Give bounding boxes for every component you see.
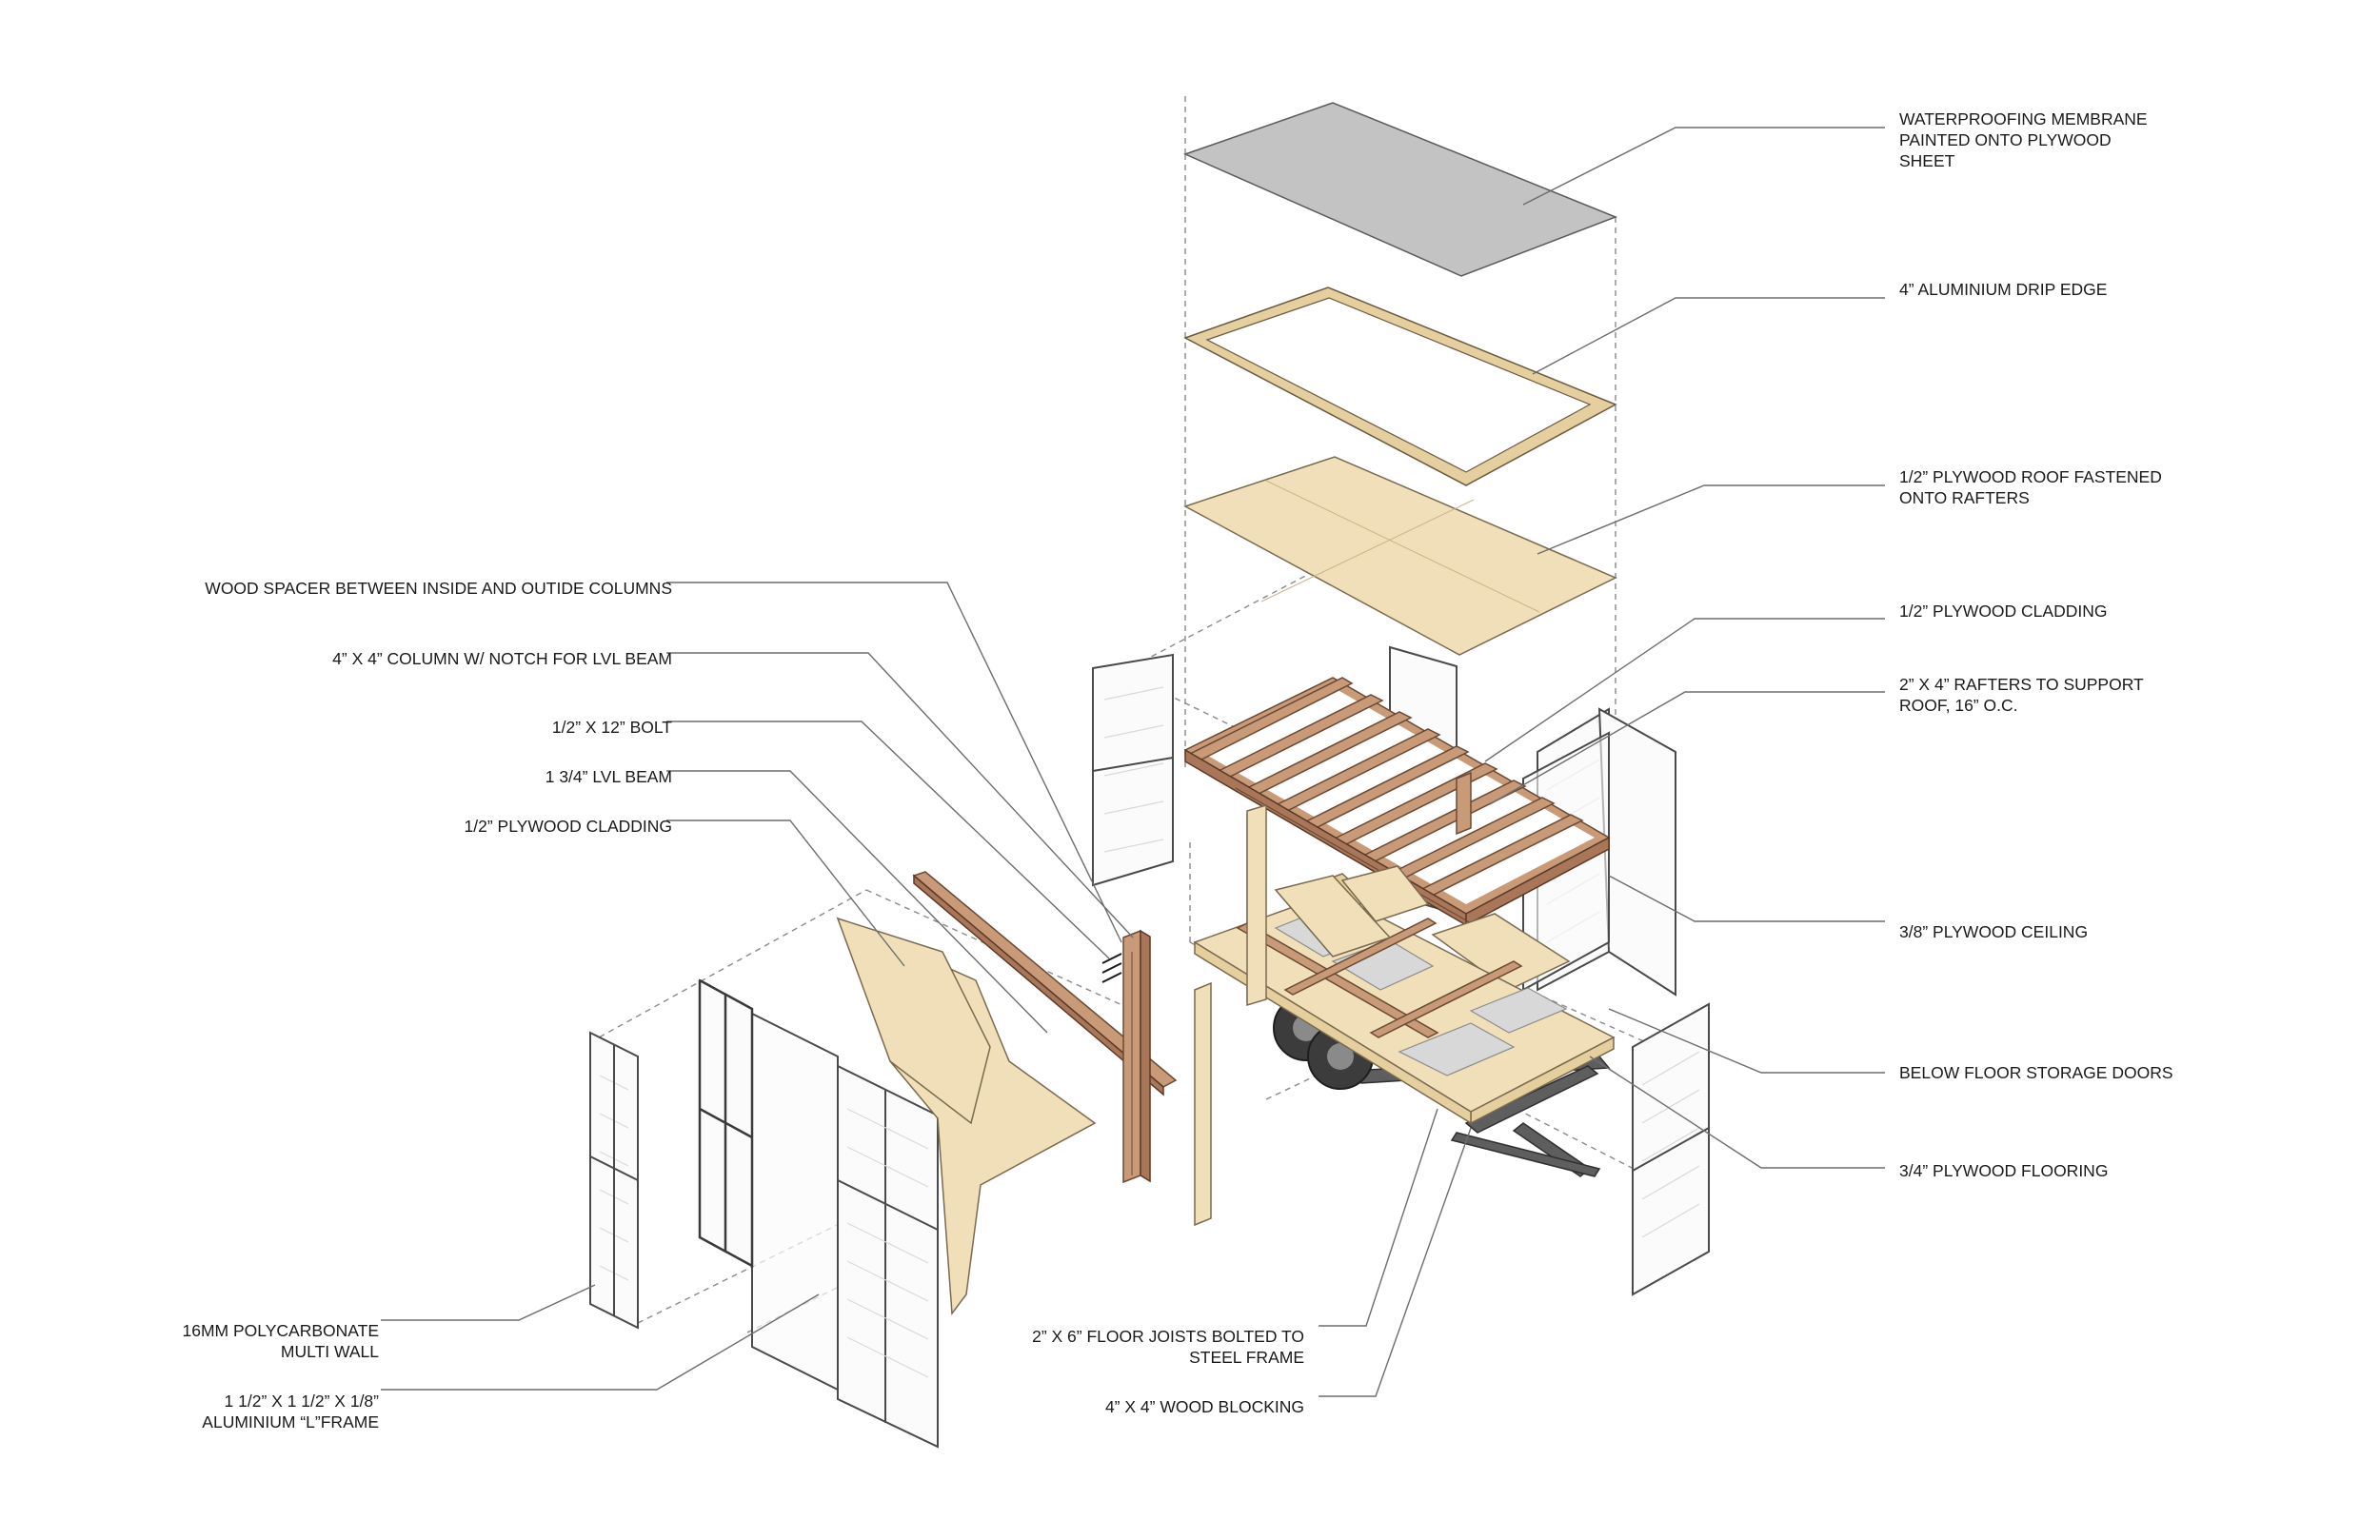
svg-text:4” ALUMINIUM DRIP EDGE: 4” ALUMINIUM DRIP EDGE [1899, 280, 2107, 299]
waterproofing-membrane-sheet [1182, 102, 1618, 277]
label-lvl-beam: 1 3/4” LVL BEAM [545, 767, 672, 786]
column-with-notch [1122, 929, 1151, 1184]
wood-spacer-and-bolts [1101, 953, 1212, 1227]
label-plywood-roof: 1/2” PLYWOOD ROOF FASTENED ONTO RAFTERS [1899, 467, 2162, 507]
label-polycarbonate: 16MM POLYCARBONATE MULTI WALL [183, 1321, 380, 1361]
svg-text:1 3/4” LVL BEAM: 1 3/4” LVL BEAM [545, 767, 672, 786]
svg-text:BELOW FLOOR STORAGE DOORS: BELOW FLOOR STORAGE DOORS [1899, 1063, 2173, 1082]
svg-text:MULTI WALL: MULTI WALL [281, 1342, 379, 1361]
svg-text:PAINTED ONTO PLYWOOD: PAINTED ONTO PLYWOOD [1899, 130, 2112, 149]
label-rafters: 2” X 4” RAFTERS TO SUPPORT ROOF, 16” O.C… [1899, 675, 2144, 715]
left-plywood-cladding [836, 917, 1097, 1316]
label-bolt: 1/2” X 12” BOLT [552, 718, 672, 737]
back-polycarbonate-panel [1092, 653, 1174, 887]
label-wood-blocking: 4” X 4” WOOD BLOCKING [1105, 1397, 1304, 1416]
svg-text:4” X 4” WOOD BLOCKING: 4” X 4” WOOD BLOCKING [1105, 1397, 1304, 1416]
svg-text:STEEL FRAME: STEEL FRAME [1189, 1348, 1304, 1367]
svg-text:ALUMINIUM “L”FRAME: ALUMINIUM “L”FRAME [202, 1412, 379, 1431]
plywood-roof-sheet [1183, 456, 1617, 656]
label-floor-joists: 2” X 6” FLOOR JOISTS BOLTED TO STEEL FRA… [1032, 1327, 1304, 1367]
svg-text:1/2” X 12” BOLT: 1/2” X 12” BOLT [552, 718, 672, 737]
label-plywood-cladding-right: 1/2” PLYWOOD CLADDING [1899, 602, 2107, 621]
label-plywood-flooring: 3/4” PLYWOOD FLOORING [1899, 1161, 2108, 1180]
label-wood-spacer: WOOD SPACER BETWEEN INSIDE AND OUTIDE CO… [205, 579, 672, 598]
svg-text:4” X 4” COLUMN W/ NOTCH FOR LV: 4” X 4” COLUMN W/ NOTCH FOR LVL BEAM [332, 649, 672, 668]
outer-polycarbonate-panel [589, 1031, 639, 1330]
svg-text:1 1/2” X 1 1/2” X 1/8”: 1 1/2” X 1 1/2” X 1/8” [225, 1392, 380, 1411]
label-drip-edge: 4” ALUMINIUM DRIP EDGE [1899, 280, 2107, 299]
svg-text:ONTO RAFTERS: ONTO RAFTERS [1899, 488, 2030, 507]
svg-text:3/8” PLYWOOD CEILING: 3/8” PLYWOOD CEILING [1899, 922, 2088, 941]
aluminium-drip-edge [1183, 286, 1617, 486]
label-waterproofing-membrane: WATERPROOFING MEMBRANE PAINTED ONTO PLYW… [1899, 109, 2148, 170]
svg-text:SHEET: SHEET [1899, 151, 1955, 170]
svg-text:3/4” PLYWOOD FLOORING: 3/4” PLYWOOD FLOORING [1899, 1161, 2108, 1180]
svg-text:1/2” PLYWOOD CLADDING: 1/2” PLYWOOD CLADDING [1899, 602, 2107, 621]
svg-text:1/2” PLYWOOD CLADDING: 1/2” PLYWOOD CLADDING [465, 817, 672, 836]
aluminium-l-frame [698, 978, 939, 1449]
label-storage-doors: BELOW FLOOR STORAGE DOORS [1899, 1063, 2173, 1082]
label-column: 4” X 4” COLUMN W/ NOTCH FOR LVL BEAM [332, 649, 672, 668]
svg-text:2” X 6” FLOOR JOISTS BOLTED TO: 2” X 6” FLOOR JOISTS BOLTED TO [1032, 1327, 1304, 1346]
label-plywood-ceiling: 3/8” PLYWOOD CEILING [1899, 922, 2088, 941]
floor-column-assembly [1246, 803, 1267, 1007]
storage-door-flaps [1274, 865, 1430, 958]
label-aluminium-frame: 1 1/2” X 1 1/2” X 1/8” ALUMINIUM “L”FRAM… [202, 1392, 379, 1431]
svg-text:16MM POLYCARBONATE: 16MM POLYCARBONATE [183, 1321, 379, 1340]
svg-text:2” X 4” RAFTERS TO SUPPORT: 2” X 4” RAFTERS TO SUPPORT [1899, 675, 2144, 694]
label-plywood-cladding-left: 1/2” PLYWOOD CLADDING [465, 817, 672, 836]
svg-text:ROOF, 16” O.C.: ROOF, 16” O.C. [1899, 696, 2017, 715]
leader-lines [381, 127, 1885, 1397]
plywood-floor-platform [1193, 892, 1616, 1125]
svg-text:WATERPROOFING MEMBRANE: WATERPROOFING MEMBRANE [1899, 109, 2148, 128]
right-polycarbonate-wall [1632, 1002, 1710, 1296]
svg-text:1/2” PLYWOOD ROOF FASTENED: 1/2” PLYWOOD ROOF FASTENED [1899, 467, 2162, 486]
lvl-beam [912, 871, 1178, 1096]
svg-text:WOOD SPACER BETWEEN INSIDE AND: WOOD SPACER BETWEEN INSIDE AND OUTIDE CO… [205, 579, 672, 598]
